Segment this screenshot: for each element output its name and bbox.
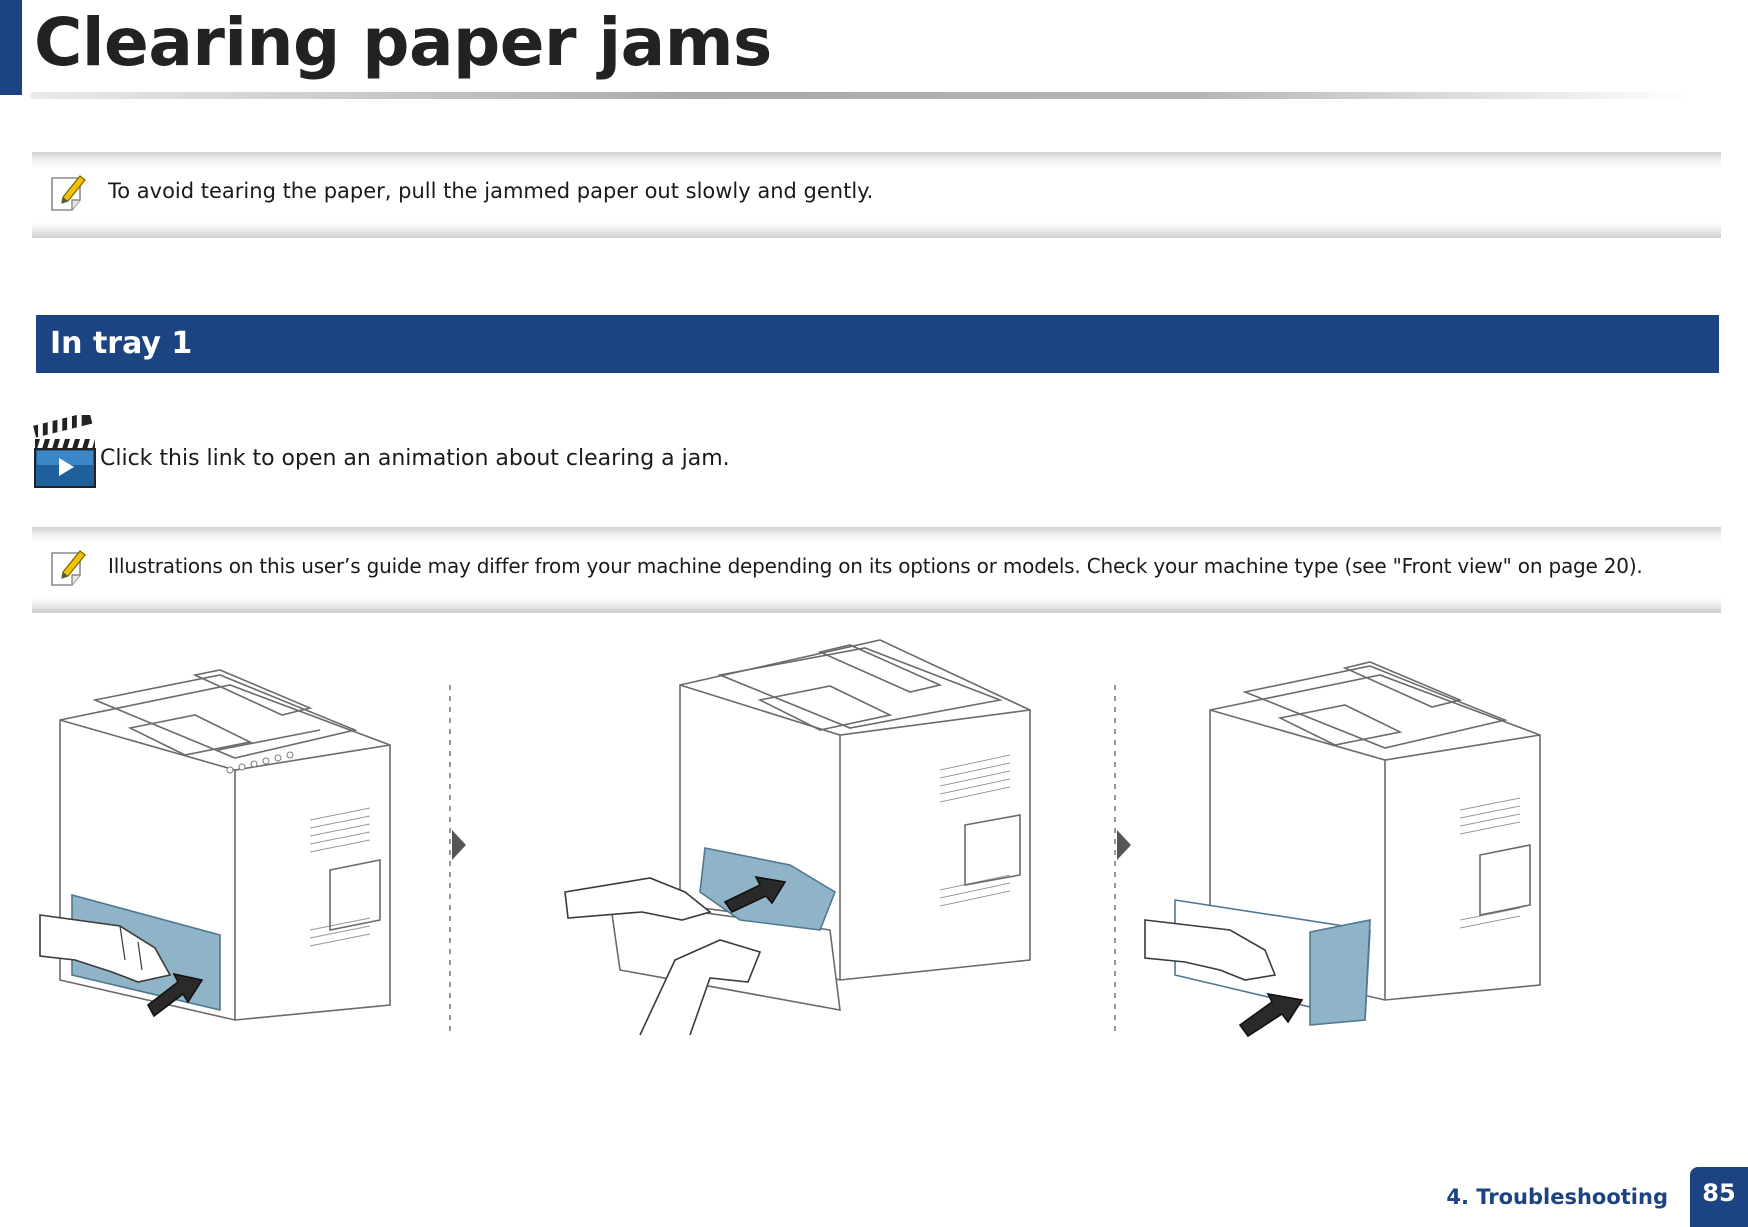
step-1-pull-tray-illustration xyxy=(39,669,391,1021)
video-clapper-icon[interactable] xyxy=(32,415,98,489)
animation-link-row[interactable]: Click this link to open an animation abo… xyxy=(32,415,932,491)
step-2-remove-paper-illustration xyxy=(564,639,1031,1036)
title-accent-bar xyxy=(0,0,22,95)
illustration-steps xyxy=(39,639,1541,1038)
note-pencil-icon xyxy=(51,550,86,586)
title-divider xyxy=(30,92,1690,99)
page-number-badge: 85 xyxy=(1690,1167,1748,1227)
page-number: 85 xyxy=(1702,1179,1736,1207)
note-text: Illustrations on this user’s guide may d… xyxy=(108,554,1643,578)
step-arrow-icon xyxy=(1117,830,1131,860)
section-title: In tray 1 xyxy=(50,326,193,361)
section-header: In tray 1 xyxy=(36,315,1719,373)
page-title: Clearing paper jams xyxy=(34,4,772,81)
footer-section-label: 4. Troubleshooting xyxy=(1446,1185,1668,1209)
animation-link[interactable]: Click this link to open an animation abo… xyxy=(100,446,730,471)
step-3-insert-tray-illustration xyxy=(1144,661,1541,1038)
note-box-illustrations: Illustrations on this user’s guide may d… xyxy=(32,527,1721,613)
step-arrow-icon xyxy=(452,830,466,860)
note-box-tearing: To avoid tearing the paper, pull the jam… xyxy=(32,152,1721,238)
note-pencil-icon xyxy=(51,175,86,211)
note-text: To avoid tearing the paper, pull the jam… xyxy=(108,179,874,203)
